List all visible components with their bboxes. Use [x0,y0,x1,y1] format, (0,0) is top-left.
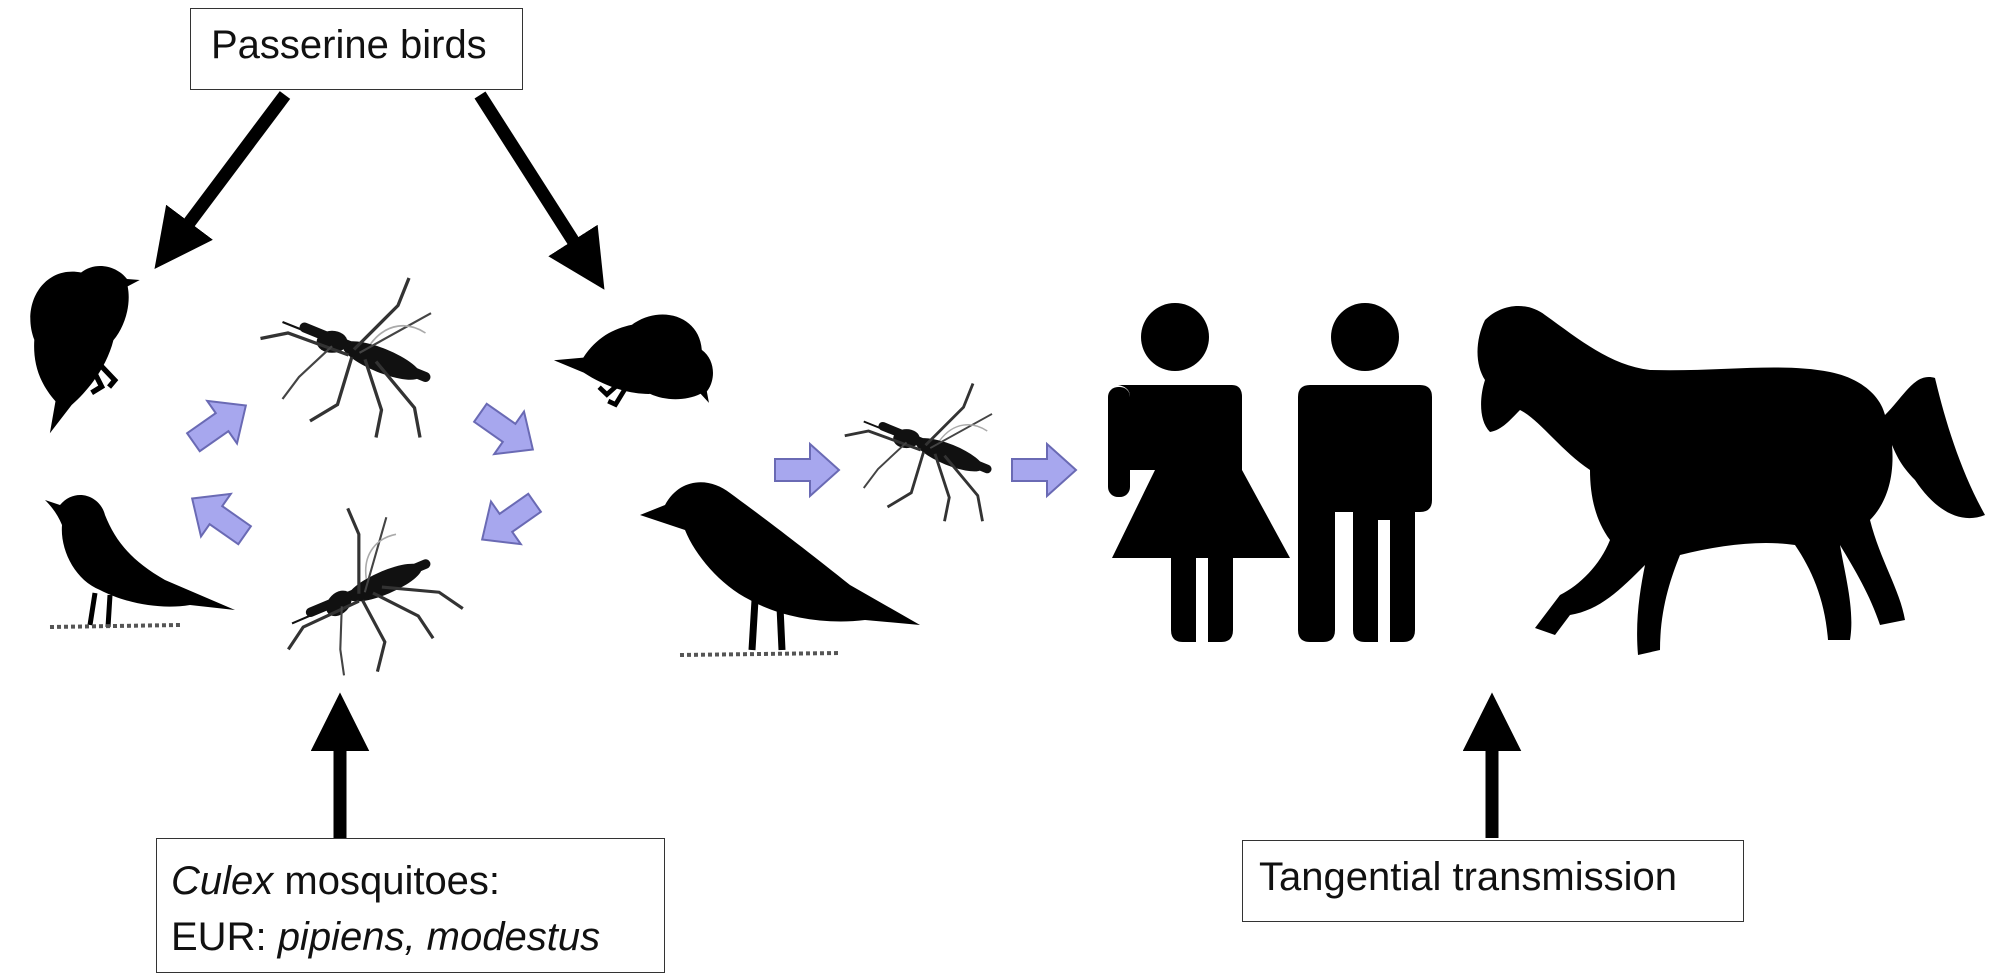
man-icon [1298,303,1432,642]
mosquito-icon [261,278,432,438]
culex-rest: mosquitoes: [273,859,500,903]
eur-species: pipiens, modestus [278,915,600,959]
culex-line: Culex mosquitoes: [171,853,664,909]
arrow-icon [467,481,549,560]
bird-icon [640,482,920,655]
passerine-birds-label: Passerine birds [190,8,523,90]
tangential-text: Tangential transmission [1259,855,1677,899]
bird-icon [26,262,152,434]
culex-mosquitoes-label: Culex mosquitoes: EUR: pipiens, modestus [156,838,665,973]
arrow-icon [177,477,259,556]
tangential-transmission-label: Tangential transmission [1242,840,1744,922]
culex-genus: Culex [171,859,273,903]
arrow-icon [775,444,839,496]
passerine-birds-text: Passerine birds [211,23,487,67]
bird-icon [551,302,724,448]
arrow-icon [179,384,261,463]
woman-icon [1108,303,1290,642]
mosquito-icon [845,384,992,522]
arrow-icon [1012,444,1076,496]
mosquito-icon [247,493,470,716]
eur-prefix: EUR: [171,915,278,959]
arrow-icon [466,391,548,470]
eur-line: EUR: pipiens, modestus [171,909,664,965]
horse-icon [1478,306,1986,655]
